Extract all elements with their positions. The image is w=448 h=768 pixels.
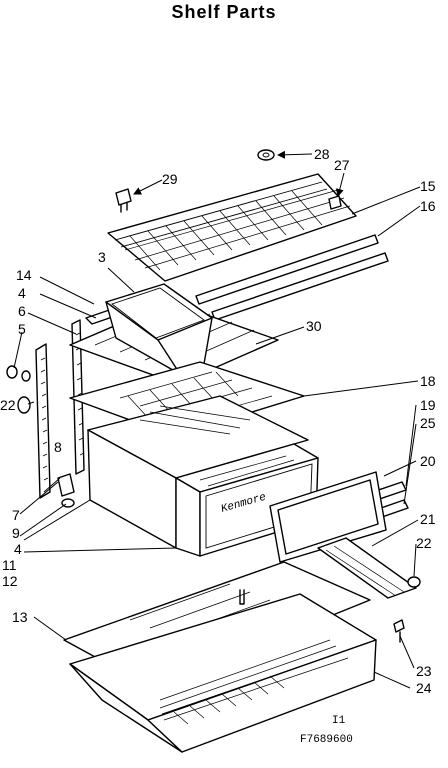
callout-16: 16 [420,198,436,214]
callout-18: 18 [420,373,436,389]
callout-3: 3 [98,249,106,265]
wire-shelf [107,173,357,282]
callout-28: 28 [314,146,330,162]
callout-23: 23 [416,663,432,679]
reference-line1: I1 [332,715,346,727]
stop-part-22-right [407,576,421,588]
callout-30: 30 [306,318,322,334]
bumper-part-28 [257,149,275,161]
callout-4b: 4 [14,541,22,557]
diagram-title: Shelf Parts [171,2,277,22]
callout-25: 25 [420,415,436,431]
reference-code: F7689600 [300,734,353,746]
stop-part-5 [6,365,31,382]
callout-8: 8 [54,439,62,455]
callout-labels: 3 4 4 5 6 7 8 9 11 12 13 14 15 16 18 19 … [0,146,436,696]
callout-22-right: 22 [416,535,432,551]
callout-21: 21 [420,511,436,527]
leader-lines [13,150,421,689]
callout-11: 11 [2,557,17,573]
callout-29: 29 [162,171,178,187]
clip-part-27 [328,195,342,210]
callout-5: 5 [18,321,26,337]
callout-14: 14 [16,267,32,283]
callout-24: 24 [416,680,432,696]
callout-9: 9 [12,525,20,541]
callout-4: 4 [18,285,26,301]
bracket-part-8 [57,473,75,508]
slide-rail-21 [317,537,417,599]
clip-part-29 [115,188,132,213]
callout-6: 6 [18,303,26,319]
callout-15: 15 [420,178,436,194]
callout-7: 7 [12,507,20,523]
callout-19: 19 [420,397,436,413]
screw-part-23 [393,619,405,643]
frame-20 [269,471,387,563]
callout-27: 27 [334,157,350,173]
pan-24 [69,593,377,753]
callout-20: 20 [420,453,436,469]
callout-12: 12 [2,573,18,589]
callout-13: 13 [12,609,28,625]
callout-22-left: 22 [0,397,16,413]
stop-part-22-left [17,396,31,414]
